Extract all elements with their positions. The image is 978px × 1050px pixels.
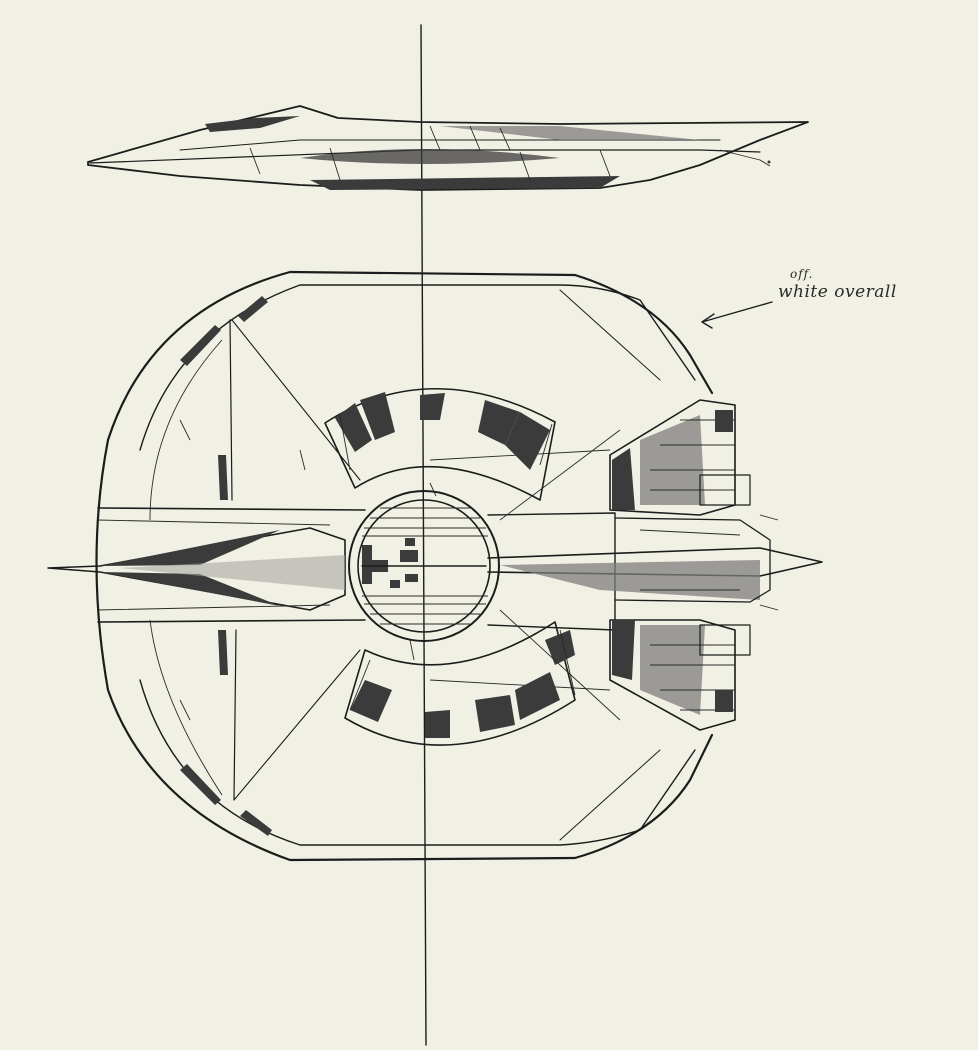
lower-crescent xyxy=(344,621,576,746)
annotation-arrow xyxy=(701,301,773,329)
side-elevation-view xyxy=(87,105,809,191)
upper-crescent xyxy=(324,387,556,501)
annotation-line-1: off. xyxy=(790,267,814,281)
plan-view xyxy=(47,270,823,862)
engine-block xyxy=(609,399,779,731)
vertical-center-line xyxy=(420,24,427,1046)
outer-hull xyxy=(95,270,714,862)
annotation-line-2: white overall xyxy=(778,282,897,302)
central-hub xyxy=(348,490,500,642)
